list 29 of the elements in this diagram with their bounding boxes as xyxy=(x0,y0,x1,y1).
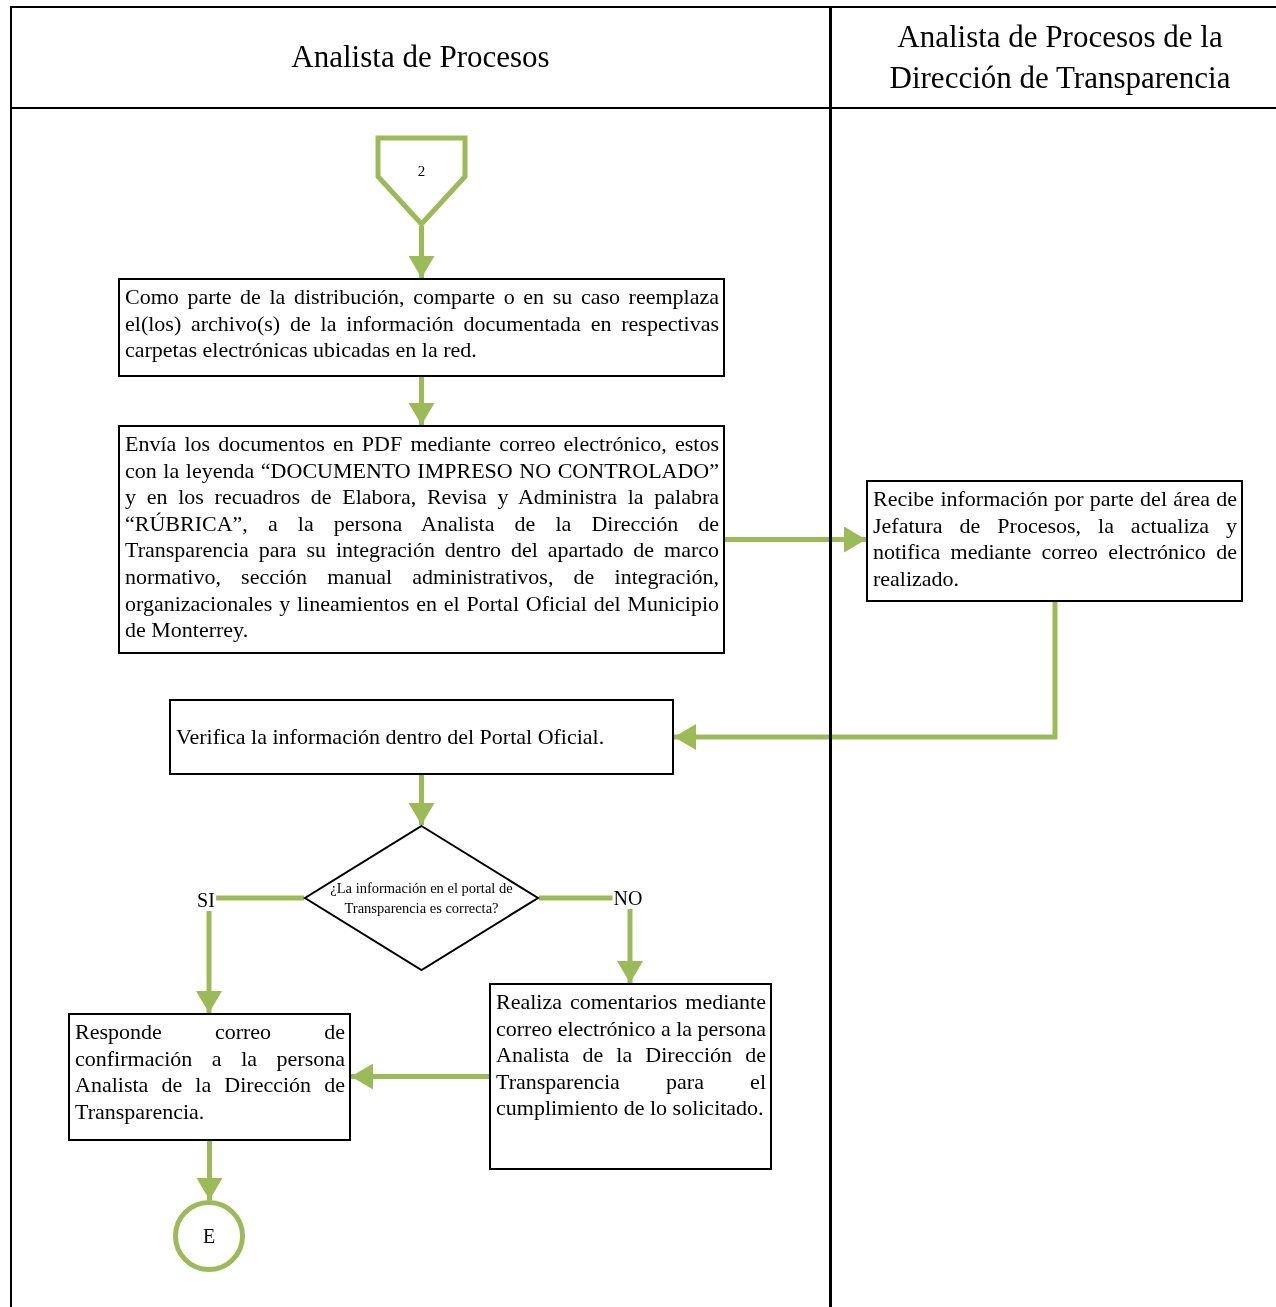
step-text: Verifica la información dentro del Portal Oficial. xyxy=(176,723,605,751)
arrow xyxy=(674,602,1058,750)
swimlane xyxy=(10,6,831,1307)
arrow xyxy=(725,526,866,553)
arrow xyxy=(408,775,435,825)
step-text: Como parte de la distribución, comparte o en su caso reemplaza el(los) archivo(s) de la información documentada en respectivas carpetas electrónicas ubicadas en la red. xyxy=(125,284,719,364)
arrow xyxy=(351,1063,489,1090)
decision-text: ¿La información en el portal de Transparencia es correcta? xyxy=(329,878,514,918)
connector-label: E xyxy=(202,1224,216,1249)
process-box xyxy=(866,480,1243,602)
step-text: Envía los documentos en PDF mediante correo electrónico, estos con la leyenda “DOCUMENTO IMPRESO NO CONTROLADO” y en los recuadros de Elabora, Revisa y Administra la palabra “RÚBRICA”, a la persona Analista de la Dirección de Transparencia para su integración dentro del apartado de marco normativo, sección manual administrativos, de integración, organizacionales y lineamientos en el Portal Oficial del Municipio de Monterrey. xyxy=(125,431,719,644)
process-box xyxy=(68,1013,351,1141)
swimlane xyxy=(830,6,1276,1307)
step-text: Responde correo de confirmación a la persona Analista de la Dirección de Transparencia. xyxy=(75,1019,345,1126)
step-text: Recibe información por parte del área de Jefatura de Procesos, la actualiza y notifica mediante correo electrónico de realizado. xyxy=(873,486,1237,593)
arrow xyxy=(408,377,435,425)
off-page-connector xyxy=(376,136,467,226)
process-box xyxy=(489,983,772,1170)
connector-circle xyxy=(173,1200,245,1272)
connector-label: 2 xyxy=(417,162,426,181)
process-box xyxy=(169,699,674,775)
step-text: Realiza comentarios mediante correo electrónico a la persona Analista de la Dirección de Transparencia para el cumplimiento de lo solicitado. xyxy=(496,989,766,1122)
decision-diamond xyxy=(304,825,539,971)
arrow xyxy=(408,226,435,278)
arrow xyxy=(196,895,304,1013)
lane-heading: Analista de Procesos de la Dirección de Transparencia xyxy=(888,18,1232,97)
process-box xyxy=(118,278,725,377)
arrow xyxy=(196,1141,223,1200)
lane-heading: Analista de Procesos xyxy=(290,38,551,77)
